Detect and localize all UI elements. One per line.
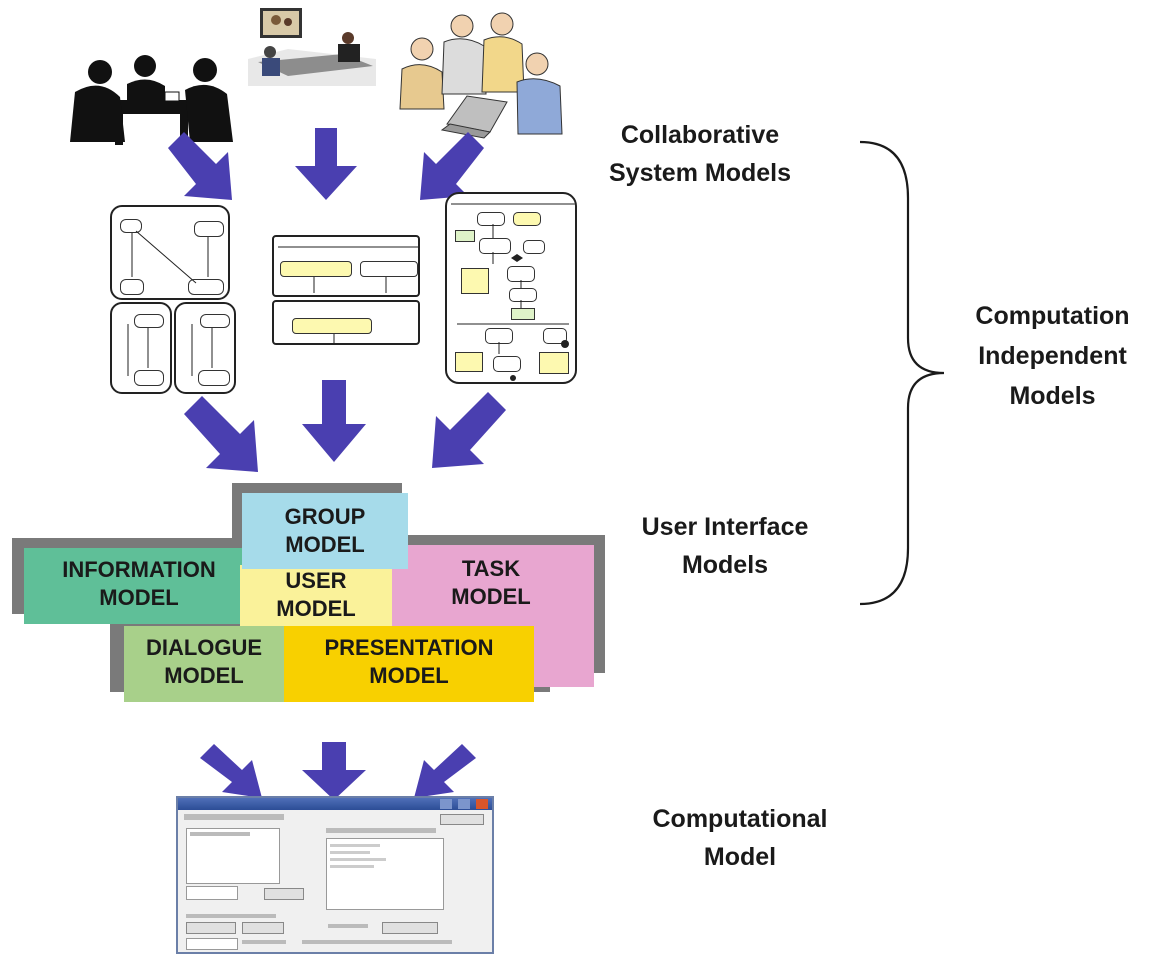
ui-models-label-line-2: Models xyxy=(681,551,769,579)
information-model-box: INFORMATION MODEL xyxy=(24,548,254,624)
presentation-model-box: PRESENTATION MODEL xyxy=(284,626,534,702)
user-interface-models-label: User Interface Models xyxy=(600,508,850,584)
group-model-label-1: GROUP xyxy=(284,504,366,529)
arrow-down-center-2 xyxy=(302,380,366,462)
presentation-model-label-2: MODEL xyxy=(369,663,449,688)
arrow-down-left-1 xyxy=(420,132,484,200)
arrow-down-center-3 xyxy=(302,742,366,800)
ui-models-label-line-1: User Interface xyxy=(641,513,809,541)
activity-diagram xyxy=(445,192,577,384)
arrow-down-left-2 xyxy=(432,392,506,468)
dialogue-model-label-1: DIALOGUE xyxy=(145,635,263,660)
close-icon xyxy=(476,799,488,809)
user-model-box: USER MODEL xyxy=(240,565,392,635)
group-model-label-2: MODEL xyxy=(285,532,365,557)
cim-label-line-1: Computation xyxy=(975,302,1130,330)
user-model-label-2: MODEL xyxy=(276,596,356,621)
computational-label-line-1: Computational xyxy=(652,805,828,833)
computation-independent-models-label: Computation Independent Models xyxy=(940,296,1165,416)
meeting-silhouette-image xyxy=(70,55,233,145)
arrow-down-center-1 xyxy=(295,128,357,200)
collaborative-label-line-2: System Models xyxy=(608,159,791,187)
organization-diagram xyxy=(110,205,230,300)
responsibility-diagram xyxy=(272,235,420,297)
group-model-box: GROUP MODEL xyxy=(242,493,408,569)
computational-label-line-2: Model xyxy=(703,843,777,871)
arrow-down-right-1 xyxy=(168,132,232,200)
user-model-label-1: USER xyxy=(285,568,347,593)
organization-diagram-2 xyxy=(110,302,172,394)
cim-label-line-3: Models xyxy=(1009,382,1096,410)
organization-diagram-3 xyxy=(174,302,236,394)
application-window-thumbnail xyxy=(176,796,494,954)
arrow-down-left-3 xyxy=(414,744,476,798)
team-at-laptop-image xyxy=(399,12,563,139)
dialogue-model-label-2: MODEL xyxy=(164,663,244,688)
computational-model-label: Computational Model xyxy=(620,800,860,876)
window-titlebar xyxy=(178,798,492,810)
information-model-label-2: MODEL xyxy=(99,585,179,610)
collaborative-label-line-1: Collaborative xyxy=(620,121,780,149)
cim-label-line-2: Independent xyxy=(978,342,1127,370)
responsibility-diagram-2 xyxy=(272,300,420,345)
video-conference-image xyxy=(248,8,376,86)
arrow-down-right-3 xyxy=(200,744,262,798)
presentation-model-label-1: PRESENTATION xyxy=(324,635,494,660)
task-model-label-2: MODEL xyxy=(451,584,531,609)
arrow-down-right-2 xyxy=(184,396,258,472)
dialogue-model-box: DIALOGUE MODEL xyxy=(124,626,284,702)
collaborative-system-models-label: Collaborative System Models xyxy=(570,116,830,192)
information-model-label-1: INFORMATION xyxy=(62,557,216,582)
curly-brace xyxy=(859,140,945,606)
task-model-label-1: TASK xyxy=(461,556,521,581)
